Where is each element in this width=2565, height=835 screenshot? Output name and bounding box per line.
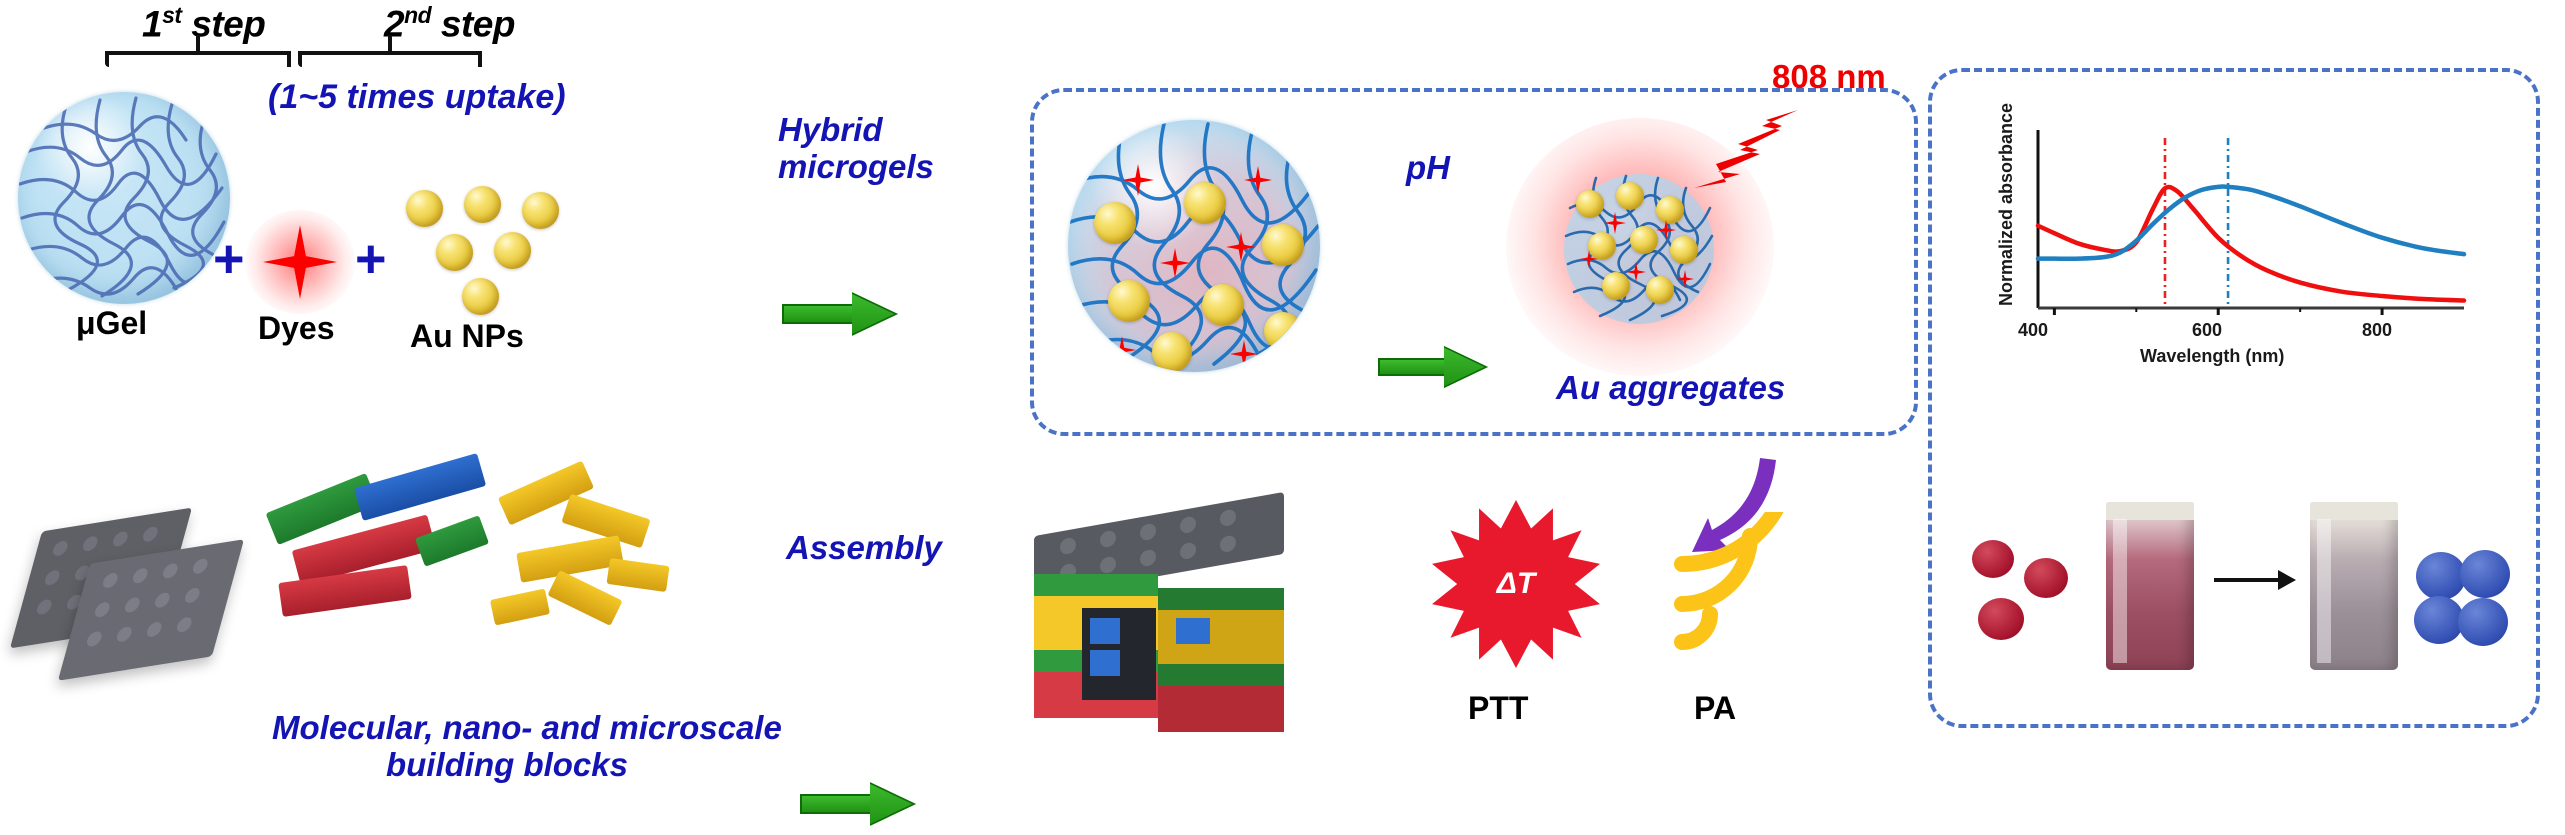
embedded-aunp-7 [1264, 312, 1302, 350]
aunp-5 [494, 232, 531, 269]
lego-layer-green2-right [1158, 664, 1284, 686]
gray-baseplates-group [9, 500, 245, 681]
lego-inner-blue-3 [1176, 618, 1210, 644]
lego-inner-blue-1 [1090, 618, 1120, 644]
hybrid-microgels-arrow [782, 292, 898, 336]
aunp-1 [406, 190, 443, 227]
hybrid-microgels-line2: microgels [778, 147, 934, 185]
ph-label: pH [1406, 149, 1450, 186]
laser-wavelength-label: 808 nm [1772, 58, 1886, 95]
assembled-lego-structure [1020, 491, 1320, 760]
cluster-lobe-1 [2416, 552, 2466, 600]
lego-layer-green-left [1034, 574, 1158, 596]
scattered-lego-bricks [265, 453, 708, 670]
lego-layer-green-right [1158, 588, 1284, 610]
vial-before-aggregation [2106, 502, 2194, 670]
assembly-label: Assembly [786, 529, 942, 566]
first-step-bracket [105, 35, 291, 69]
baseplate-front [57, 539, 245, 681]
first-step-label: 1st step [142, 2, 266, 45]
dyes-label: Dyes [258, 310, 335, 346]
embedded-aunp-2 [1184, 182, 1226, 224]
droplet-2 [2024, 558, 2068, 598]
cluster-lobe-4 [2458, 598, 2508, 646]
plus-sign-2: + [355, 229, 387, 289]
lego-top-plate [1034, 491, 1284, 599]
lego-yellow-5 [489, 588, 551, 626]
plus-sign-1: + [213, 229, 245, 289]
agg-aunp-6 [1670, 236, 1698, 264]
cluster-lobe-2 [2460, 550, 2510, 598]
aunp-2 [464, 186, 501, 223]
agg-aunp-2 [1616, 182, 1644, 210]
results-dashed-panel [1928, 68, 2540, 728]
dispersed-droplets-graphic [1968, 540, 2078, 660]
droplet-1 [1972, 540, 2014, 578]
hybrid-microgels-line1: Hybrid [778, 111, 883, 148]
absorbance-spectrum-chart: Normalized absorbance 400 600 800 Wavele… [1996, 103, 2470, 366]
agg-aunp-1 [1576, 190, 1604, 218]
center-dashed-panel [1030, 88, 1918, 436]
cluster-lobe-3 [2414, 596, 2464, 644]
building-blocks-caption: Molecular, nano- and microscale building… [272, 709, 782, 784]
ptt-burst-icon: ΔT [1432, 500, 1600, 668]
embedded-aunp-6 [1152, 332, 1192, 372]
hybrid-microgels-label: Hybrid microgels [778, 111, 934, 186]
lego-layer-red-right [1158, 686, 1284, 732]
photoacoustic-wave-icon [1674, 512, 1784, 650]
ph-arrow [1378, 346, 1488, 388]
ptt-label: PTT [1468, 690, 1529, 726]
embedded-aunp-1 [1094, 202, 1136, 244]
aunp-4 [436, 234, 473, 271]
lego-blue-1 [353, 453, 487, 521]
microgel-sphere [18, 92, 230, 304]
aggregate-core [1564, 174, 1714, 324]
agg-aunp-3 [1656, 196, 1684, 224]
purple-transition-arrow [1692, 458, 1776, 552]
embedded-aunp-3 [1262, 224, 1304, 266]
spectrum-plot-area [2035, 130, 2467, 315]
chart-xtick-600: 600 [2192, 320, 2223, 340]
building-blocks-line1: Molecular, nano- and microscale [272, 709, 782, 746]
gold-nanoparticles-group [396, 186, 568, 315]
delta-t-label: ΔT [1496, 567, 1536, 600]
lego-inner-blue-2 [1090, 650, 1120, 676]
vial-after-aggregation [2310, 502, 2398, 670]
lego-yellow-6 [606, 557, 670, 593]
aggregated-cluster-graphic [2412, 548, 2516, 652]
aunps-label: Au NPs [410, 318, 524, 354]
aunp-6 [462, 278, 499, 315]
transition-arrow-icon [2214, 570, 2296, 590]
laser-bolt-icon [1694, 110, 1798, 188]
aunp-3 [522, 192, 559, 229]
chart-ylabel: Normalized absorbance [1996, 102, 2016, 306]
hybrid-microgel-sphere [1068, 120, 1320, 372]
agg-aunp-7 [1602, 272, 1630, 300]
chart-xtick-400: 400 [2018, 320, 2049, 340]
microgel-label: μGel [76, 305, 148, 341]
agg-aunp-8 [1646, 276, 1674, 304]
dye-molecule-icon [245, 210, 355, 314]
second-step-bracket [298, 35, 482, 69]
agg-aunp-4 [1588, 232, 1616, 260]
pa-label: PA [1694, 690, 1737, 726]
embedded-aunp-5 [1202, 284, 1244, 326]
chart-xlabel: Wavelength (nm) [2140, 346, 2285, 366]
embedded-aunp-4 [1108, 280, 1150, 322]
second-step-label: 2nd step [384, 2, 515, 45]
assembly-arrow [800, 782, 916, 826]
chart-xtick-800: 800 [2362, 320, 2393, 340]
au-aggregates-label: Au aggregates [1556, 369, 1786, 406]
droplet-3 [1978, 598, 2024, 640]
building-blocks-line2: building blocks [385, 745, 628, 783]
agg-aunp-5 [1630, 226, 1658, 254]
uptake-note: (1~5 times uptake) [268, 78, 566, 116]
